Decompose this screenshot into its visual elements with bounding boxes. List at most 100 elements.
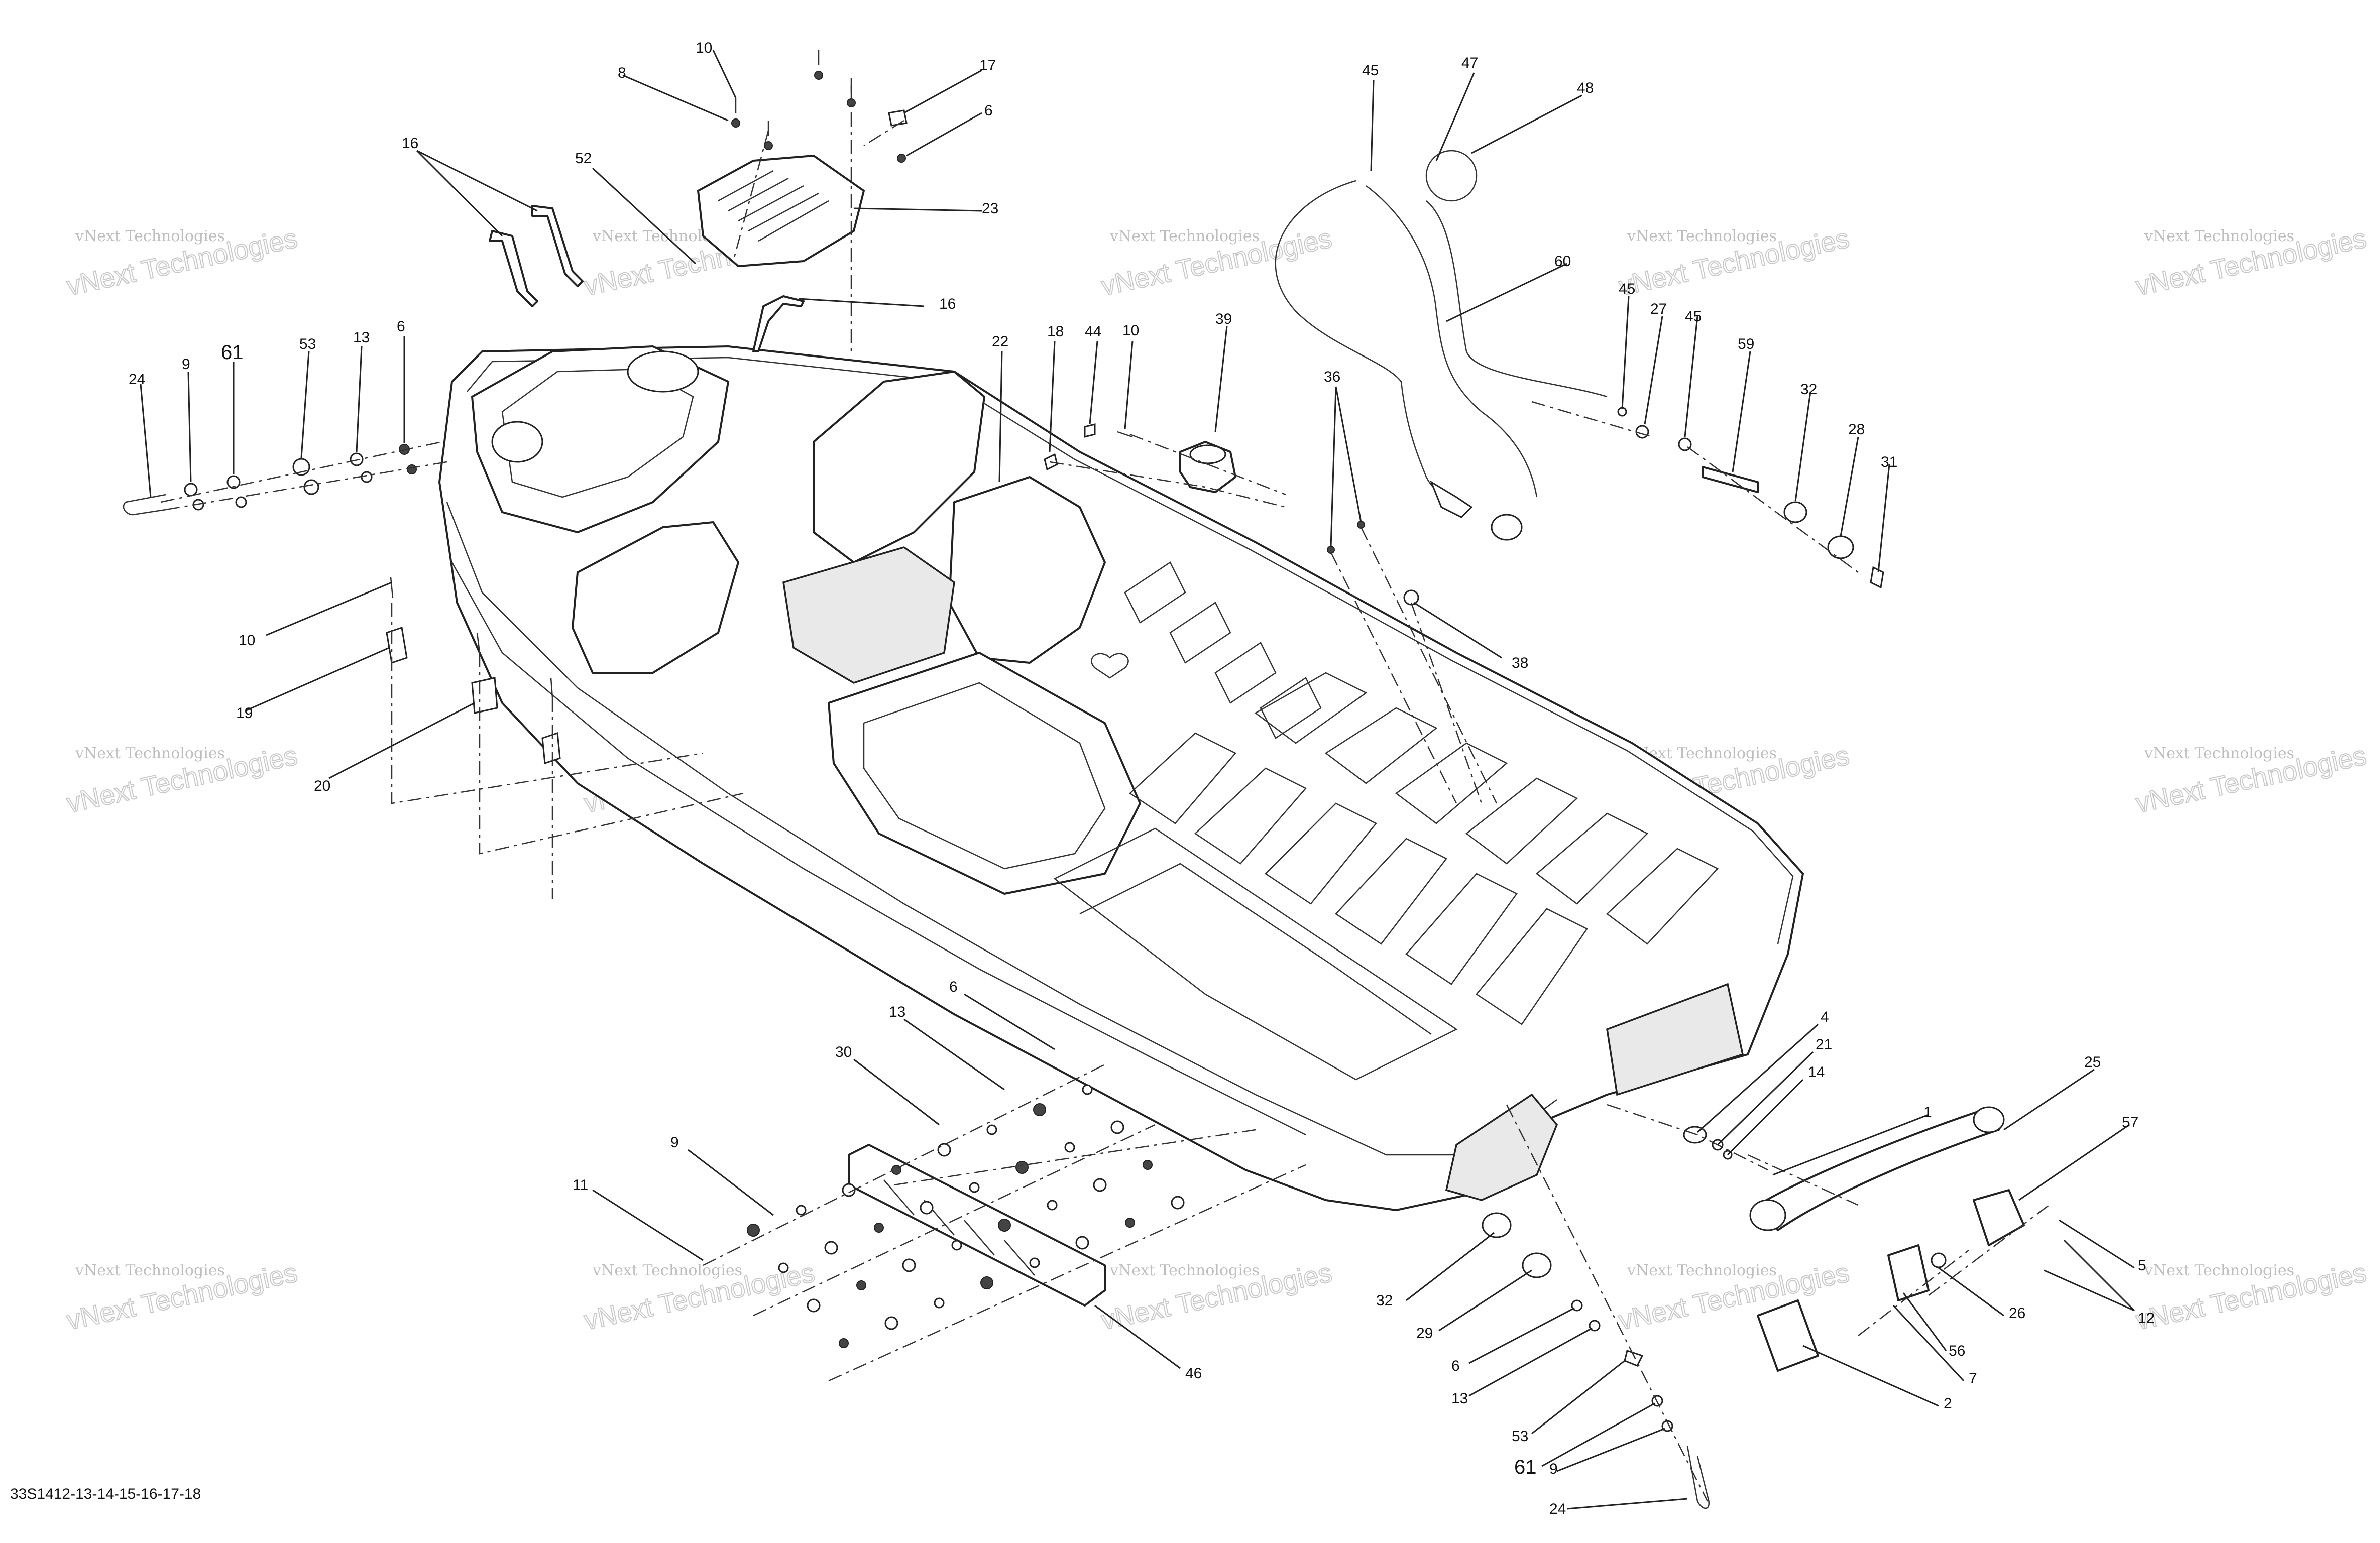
fastener — [998, 1219, 1011, 1232]
callout-36: 36 — [1324, 369, 1340, 385]
callout-10: 10 — [696, 40, 712, 56]
watermark-text: vNext Technologies — [75, 227, 225, 245]
hull — [438, 345, 1804, 1211]
callout-52: 52 — [575, 150, 592, 167]
watermark-text: vNext Technologies — [2144, 227, 2294, 245]
callout-25: 25 — [2084, 1054, 2101, 1071]
assembly-lines — [160, 85, 2050, 1502]
callout-21: 21 — [1816, 1036, 1832, 1053]
drawing-code: 33S1412-13-14-15-16-17-18 — [10, 1486, 201, 1502]
callout-10: 10 — [1122, 322, 1139, 339]
callout-17: 17 — [979, 57, 996, 74]
fastener — [902, 1258, 916, 1272]
watermark-text: vNext Technologies — [75, 1262, 225, 1279]
fastener — [986, 1124, 997, 1135]
callout-44: 44 — [1085, 323, 1101, 340]
watermark-text: vNext Technologies — [592, 1262, 742, 1279]
fastener — [807, 1298, 821, 1313]
grab-handle-parts — [489, 205, 805, 352]
callout-53: 53 — [1512, 1428, 1528, 1445]
fastener — [934, 1297, 945, 1309]
fastener — [937, 1143, 951, 1157]
fastener — [1029, 1257, 1040, 1268]
callout-14: 14 — [1808, 1064, 1825, 1081]
callout-16: 16 — [402, 135, 418, 152]
bottom-hardware — [747, 1084, 1185, 1348]
callout-10: 10 — [239, 632, 255, 649]
fastener — [884, 1316, 898, 1330]
callout-38: 38 — [1512, 655, 1528, 671]
callout-32: 32 — [1376, 1292, 1393, 1309]
callout-39: 39 — [1215, 311, 1232, 327]
callout-8: 8 — [618, 65, 626, 81]
fastener — [1015, 1161, 1029, 1174]
callout-23: 23 — [982, 200, 998, 217]
callout-5: 5 — [2138, 1257, 2146, 1274]
fastener — [1033, 1103, 1046, 1116]
callout-60: 60 — [1554, 253, 1571, 270]
callout-29: 29 — [1416, 1325, 1433, 1342]
callout-56: 56 — [1949, 1343, 1965, 1359]
fastener — [920, 1201, 934, 1215]
fastener — [824, 1241, 838, 1255]
callout-24: 24 — [129, 371, 145, 388]
callout-4: 4 — [1821, 1009, 1829, 1025]
fastener — [747, 1224, 760, 1237]
fastener — [1075, 1236, 1089, 1250]
watermark-text: vNext Technologies — [1627, 227, 1777, 245]
callout-7: 7 — [1969, 1370, 1977, 1387]
callout-27: 27 — [1650, 301, 1667, 317]
fastener — [969, 1182, 980, 1193]
callout-57: 57 — [2122, 1114, 2138, 1131]
steering-cable-part — [1275, 150, 1608, 541]
callout-1: 1 — [1923, 1104, 1932, 1121]
fastener — [796, 1205, 807, 1216]
callout-47: 47 — [1461, 55, 1478, 71]
callout-30: 30 — [835, 1044, 852, 1060]
callout-18: 18 — [1047, 323, 1064, 340]
callout-32: 32 — [1800, 381, 1817, 398]
callout-45: 45 — [1619, 281, 1635, 297]
watermark-text: vNext Technologies — [2144, 1262, 2294, 1279]
callout-61: 61 — [1514, 1456, 1537, 1478]
fastener — [1125, 1218, 1135, 1228]
fastener — [1143, 1160, 1153, 1170]
callout-53: 53 — [299, 336, 316, 352]
callout-6: 6 — [984, 102, 993, 119]
leader-lines — [140, 50, 2135, 1510]
callout-9: 9 — [670, 1134, 679, 1151]
callout-6: 6 — [949, 979, 958, 995]
fastener — [856, 1280, 866, 1290]
fastener — [1171, 1196, 1185, 1210]
callout-45: 45 — [1685, 308, 1702, 325]
callout-48: 48 — [1577, 80, 1594, 96]
component-39-part — [1179, 441, 1236, 493]
callout-59: 59 — [1738, 336, 1754, 352]
callout-12: 12 — [2138, 1310, 2155, 1327]
fastener — [874, 1223, 884, 1233]
callout-31: 31 — [1881, 454, 1897, 470]
left-fittings — [123, 444, 417, 516]
callout-11: 11 — [573, 1177, 588, 1194]
callout-61: 61 — [221, 341, 244, 364]
callout-2: 2 — [1944, 1395, 1952, 1412]
bumper-parts — [1683, 1106, 2025, 1372]
watermark-text: vNext Technologies — [1627, 1262, 1777, 1279]
callout-9: 9 — [182, 356, 190, 373]
fastener — [1082, 1084, 1093, 1095]
watermark-text: vNext Technologies — [2144, 745, 2294, 762]
fastener — [980, 1276, 993, 1289]
callout-28: 28 — [1848, 421, 1865, 438]
callout-9: 9 — [1549, 1461, 1558, 1477]
fastener — [778, 1262, 789, 1273]
fastener — [1047, 1200, 1058, 1211]
fastener — [1110, 1120, 1124, 1134]
watermark-text: vNext Technologies — [1109, 227, 1260, 245]
fastener — [839, 1338, 849, 1348]
callout-16: 16 — [939, 296, 956, 312]
callout-13: 13 — [889, 1004, 905, 1020]
callout-6: 6 — [397, 318, 405, 335]
engine-cover-part — [697, 155, 865, 267]
